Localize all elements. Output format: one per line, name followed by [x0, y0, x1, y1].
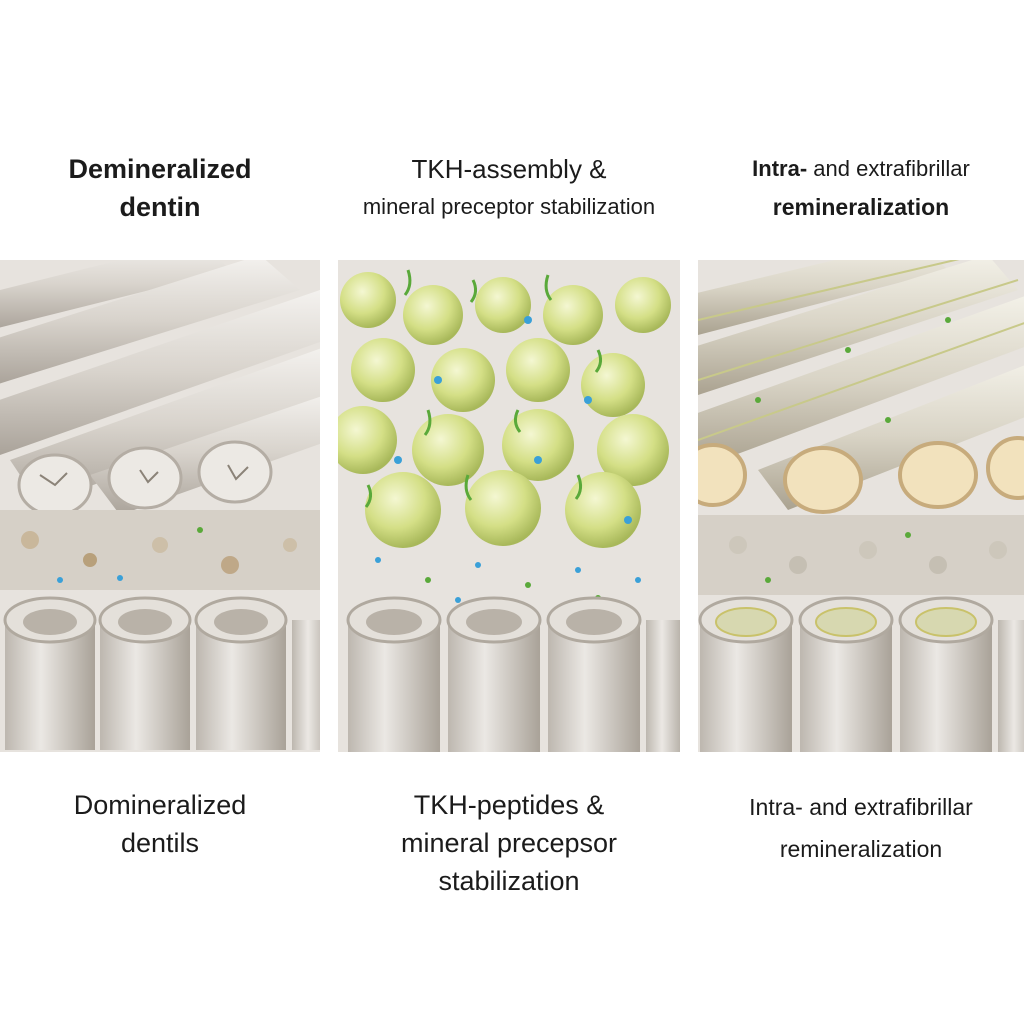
panel-2-heading: TKH-assembly & mineral preceptor stabili… [338, 150, 680, 226]
panel-3-heading-rest: and extrafibrillar [807, 156, 970, 181]
panel-3-caption-line-2: remineralization [779, 836, 943, 862]
panel-2-caption: TKH-peptides & mineral precepsor stabili… [338, 786, 680, 900]
remineralized-fibrils-illustration [698, 260, 1024, 752]
panel-1-caption-line-1: Domineralized [73, 790, 247, 820]
panel-1-caption-line-2: dentils [120, 828, 200, 858]
panel-2-caption-line-1: TKH-peptides & [413, 790, 605, 820]
panel-1-heading-line-2: dentin [119, 192, 201, 222]
mineralized-fibrils [698, 260, 1024, 514]
panel-3-heading-line-1: Intra- and extrafibrillar [698, 150, 1024, 188]
panel-demineralized: Demineralized dentin [0, 0, 320, 1024]
panel-1-heading-line-1: Demineralized [68, 154, 252, 184]
panel-2-illustration [338, 260, 680, 752]
panel-3-illustration [698, 260, 1024, 752]
demineralized-fibrils-illustration [0, 260, 320, 752]
panel-tkh-assembly: TKH-assembly & mineral preceptor stabili… [338, 0, 680, 1024]
panel-3-heading-line-2: remineralization [772, 194, 950, 220]
panel-1-caption: Domineralized dentils [0, 786, 320, 862]
collagen-fibrils [0, 260, 320, 517]
panel-3-heading-prefix: Intra- [752, 156, 808, 181]
panel-1-illustration [0, 260, 320, 752]
peptide-assembly-illustration [338, 260, 680, 752]
panel-2-heading-line-1: TKH-assembly & [411, 154, 607, 184]
remineralized-tubules [698, 596, 1024, 752]
panel-3-caption-line-1: Intra- and extrafibrillar [749, 794, 973, 820]
dentin-tubules [346, 596, 680, 752]
panel-2-heading-line-2: mineral preceptor stabilization [362, 194, 656, 219]
panel-2-caption-line-2: mineral precepsor [400, 828, 618, 858]
panel-3-heading: Intra- and extrafibrillar remineralizati… [698, 150, 1024, 226]
porous-matrix [0, 510, 320, 590]
panel-3-caption: Intra- and extrafibrillar remineralizati… [698, 786, 1024, 870]
panel-1-heading: Demineralized dentin [0, 150, 320, 226]
dentin-tubules [3, 596, 320, 750]
panel-remineralization: Intra- and extrafibrillar remineralizati… [698, 0, 1024, 1024]
peptide-molecules [364, 269, 603, 508]
porous-matrix [698, 515, 1024, 595]
panel-2-caption-line-3: stabilization [438, 866, 580, 896]
